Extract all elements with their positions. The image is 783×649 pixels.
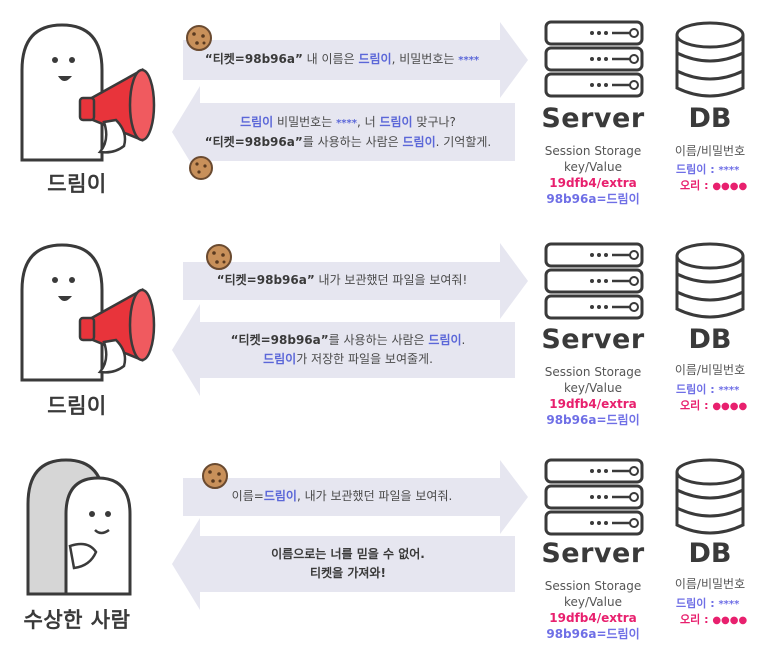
panel-1-art	[20, 20, 745, 180]
session-entry-2: 98b96a=드림이	[546, 627, 640, 641]
message-segment: 이름=	[231, 489, 264, 503]
message-segment: 티켓을 가져와!	[310, 566, 386, 580]
message-segment: .	[461, 333, 466, 347]
message-segment: , 내가 보관했던 파일을 보여줘.	[296, 489, 453, 503]
message-segment: 드림이	[263, 489, 297, 503]
session-entry-2: 98b96a=드림이	[546, 413, 640, 427]
message-line: 티켓을 가져와!	[183, 564, 513, 583]
message-segment: 를 사용하는 사람은	[328, 333, 429, 347]
character-icon	[20, 23, 104, 162]
server-icon	[544, 242, 644, 320]
message-line: 이름으로는 너를 믿을 수 없어.	[183, 545, 513, 564]
message-segment: “티켓=98b96a”	[230, 333, 329, 347]
message-line: “티켓=98b96a”를 사용하는 사람은 드림이.	[183, 331, 513, 350]
db-title: DB	[688, 324, 732, 355]
database-icon	[675, 21, 745, 98]
message-segment: “티켓=98b96a”	[216, 273, 315, 287]
message-segment: 드림이	[263, 352, 297, 366]
message-segment: 드림이	[379, 115, 413, 129]
session-entry-2: 98b96a=드림이	[546, 192, 640, 206]
session-entry-1: 19dfb4/extra	[549, 176, 637, 190]
panel-2-art	[20, 242, 745, 396]
server-icon	[544, 20, 644, 98]
response-arrow	[172, 304, 515, 396]
database-icon	[675, 242, 745, 319]
message-segment: 를 사용하는 사람은	[302, 135, 403, 149]
suspicious-person-icon	[26, 458, 132, 596]
panel-1: 드림이 “티켓=98b96a” 내 이름은 드림이, 비밀번호는 **** 드림…	[0, 0, 783, 215]
session-entry-1: 19dfb4/extra	[549, 611, 637, 625]
megaphone-icon	[78, 287, 156, 374]
server-icon	[544, 458, 644, 536]
cookie-icon	[189, 156, 213, 180]
db-row-2: 오리 : ●●●●	[680, 613, 748, 626]
message-line: “티켓=98b96a”를 사용하는 사람은 드림이. 기억할게.	[183, 133, 513, 152]
server-title: Server	[541, 103, 645, 134]
character-icon	[20, 243, 104, 382]
response-arrow	[172, 86, 515, 178]
db-row-1: 드림이 : ****	[676, 383, 740, 396]
session-storage-label: Session Storage key/Value 19dfb4/extra 9…	[533, 143, 653, 207]
message-segment: . 기억할게.	[435, 135, 492, 149]
message-segment: 내 이름은	[302, 52, 359, 66]
message-segment: , 너	[356, 115, 380, 129]
response-message: 이름으로는 너를 믿을 수 없어. 티켓을 가져와!	[183, 545, 513, 583]
character-name: 드림이	[47, 172, 107, 196]
message-segment: 드림이	[240, 115, 274, 129]
response-arrow	[172, 518, 515, 610]
megaphone-icon	[78, 67, 156, 154]
message-segment: 드림이	[402, 135, 436, 149]
message-line: 드림이가 저장한 파일을 보여줄게.	[183, 350, 513, 369]
db-title: DB	[688, 103, 732, 134]
message-segment: 드림이	[358, 52, 392, 66]
session-entry-1: 19dfb4/extra	[549, 397, 637, 411]
panel-3-art	[26, 458, 745, 610]
character-name: 드림이	[47, 394, 107, 418]
character-name: 수상한 사람	[23, 608, 131, 632]
request-message: 이름=드림이, 내가 보관했던 파일을 보여줘.	[183, 487, 501, 506]
message-segment: 드림이	[428, 333, 462, 347]
message-segment: ****	[458, 55, 480, 66]
message-segment: “티켓=98b96a”	[204, 52, 303, 66]
request-message: “티켓=98b96a” 내 이름은 드림이, 비밀번호는 ****	[183, 50, 501, 70]
db-label: 이름/비밀번호	[674, 144, 746, 158]
message-segment: 비밀번호는	[273, 115, 337, 129]
message-segment: 가 저장한 파일을 보여줄게.	[296, 352, 433, 366]
db-row-2: 오리 : ●●●●	[680, 179, 748, 192]
server-title: Server	[541, 324, 645, 355]
db-row-1: 드림이 : ****	[676, 163, 740, 176]
message-segment: “티켓=98b96a”	[204, 135, 303, 149]
cookie-icon	[206, 244, 232, 270]
message-line: 드림이 비밀번호는 ****, 너 드림이 맞구나?	[183, 113, 513, 133]
response-message: 드림이 비밀번호는 ****, 너 드림이 맞구나?“티켓=98b96a”를 사…	[183, 113, 513, 152]
db-row-2: 오리 : ●●●●	[680, 399, 748, 412]
panel-2: 드림이 “티켓=98b96a” 내가 보관했던 파일을 보여줘! “티켓=98b…	[0, 220, 783, 435]
response-message: “티켓=98b96a”를 사용하는 사람은 드림이.드림이가 저장한 파일을 보…	[183, 331, 513, 369]
db-label: 이름/비밀번호	[674, 577, 746, 591]
panel-3: 수상한 사람 이름=드림이, 내가 보관했던 파일을 보여줘. 이름으로는 너를…	[0, 434, 783, 649]
server-title: Server	[541, 538, 645, 569]
session-storage-label: Session Storage key/Value 19dfb4/extra 9…	[533, 578, 653, 642]
message-segment: 맞구나?	[412, 115, 456, 129]
database-icon	[675, 458, 745, 535]
cookie-icon	[202, 463, 228, 489]
message-segment: 이름으로는 너를 믿을 수 없어.	[271, 547, 425, 561]
cookie-icon	[186, 25, 212, 51]
session-storage-label: Session Storage key/Value 19dfb4/extra 9…	[533, 364, 653, 428]
request-arrow	[183, 243, 528, 319]
request-arrow	[183, 460, 528, 534]
db-title: DB	[688, 538, 732, 569]
message-segment: , 비밀번호는	[391, 52, 459, 66]
message-segment: ****	[336, 118, 357, 129]
request-message: “티켓=98b96a” 내가 보관했던 파일을 보여줘!	[183, 271, 501, 290]
db-label: 이름/비밀번호	[674, 363, 746, 377]
message-segment: 내가 보관했던 파일을 보여줘!	[314, 273, 468, 287]
db-row-1: 드림이 : ****	[676, 597, 740, 610]
request-arrow	[183, 22, 528, 98]
